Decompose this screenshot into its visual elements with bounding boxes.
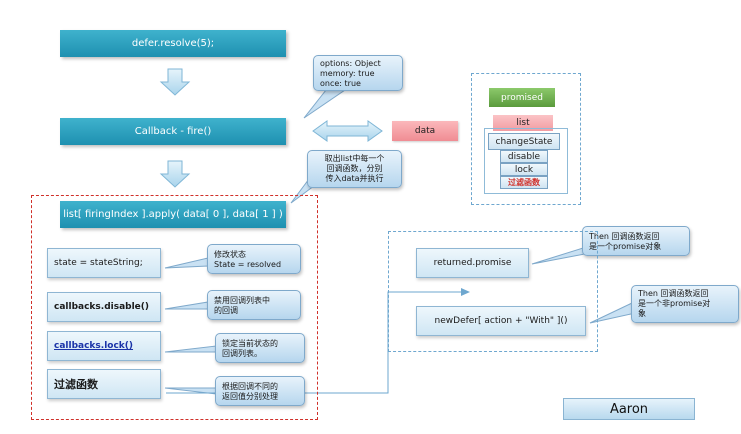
execution-region bbox=[31, 195, 318, 420]
callbacks-lock-link[interactable]: callbacks.lock() bbox=[47, 331, 161, 361]
change-state-item: changeState bbox=[488, 133, 560, 150]
stack-inner-frame bbox=[484, 128, 568, 194]
list-apply-box: list[ firingIndex ].apply( data[ 0 ], da… bbox=[60, 201, 286, 228]
lock-list-callout: 锁定当前状态的 回调列表。 bbox=[215, 333, 305, 363]
promise-structure-region bbox=[471, 73, 581, 205]
then-region bbox=[388, 231, 598, 352]
defer-resolve-box: defer.resolve(5); bbox=[60, 30, 286, 57]
callback-fire-box: Callback - fire() bbox=[60, 118, 286, 145]
callbacks-disable-box: callbacks.disable() bbox=[47, 292, 161, 322]
filter-function-box: 过滤函数 bbox=[47, 369, 161, 399]
new-defer-box: newDefer[ action + "With" ]() bbox=[416, 306, 586, 336]
lock-item: lock bbox=[500, 163, 548, 176]
options-callout: options: Object memory: true once: true bbox=[313, 55, 403, 91]
filter-handle-callout: 根据回调不同的 返回值分别处理 bbox=[215, 376, 305, 406]
down-arrow-icon bbox=[159, 160, 191, 188]
then-non-promise-callout: Then 回调函数返回 是一个非promise对 象 bbox=[631, 285, 739, 323]
disable-list-callout: 禁用回调列表中 的回调 bbox=[207, 290, 301, 320]
author-badge: Aaron bbox=[563, 398, 695, 420]
returned-promise-box: returned.promise bbox=[416, 248, 529, 278]
data-box: data bbox=[392, 121, 458, 141]
state-assign-box: state = stateString; bbox=[47, 248, 161, 278]
then-promise-callout: Then 回调函数返回 是一个promise对象 bbox=[582, 226, 690, 256]
take-list-callout: 取出list中每一个 回调函数，分别 传入data并执行 bbox=[307, 150, 402, 188]
modify-state-callout: 修改状态 State = resolved bbox=[207, 244, 301, 274]
double-arrow-icon bbox=[312, 120, 383, 142]
promised-box: promised bbox=[489, 88, 555, 107]
down-arrow-icon bbox=[159, 68, 191, 96]
list-box: list bbox=[493, 115, 553, 131]
disable-item: disable bbox=[500, 150, 548, 163]
filter-item: 过滤函数 bbox=[500, 176, 548, 189]
